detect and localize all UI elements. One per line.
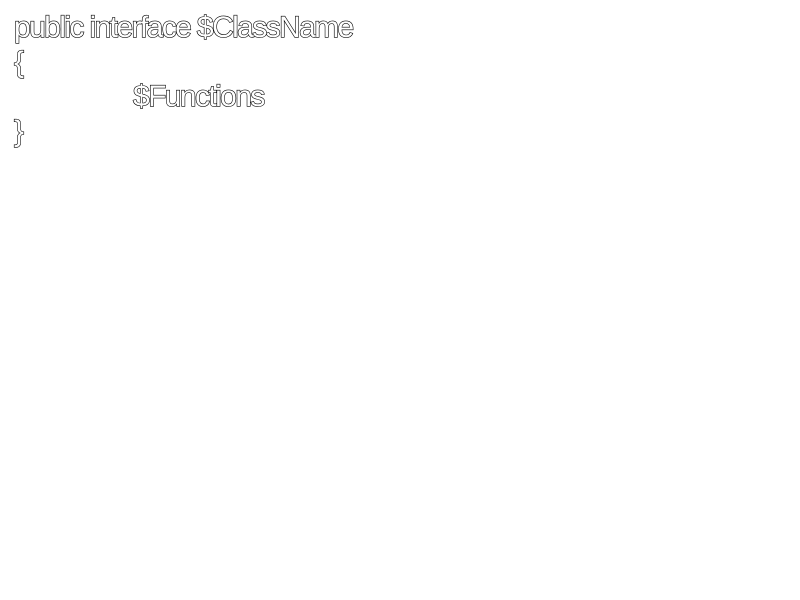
functions-placeholder-line: $Functions: [132, 79, 266, 113]
interface-declaration-line: public interface $ClassName: [13, 10, 354, 44]
opening-brace-line: {: [13, 45, 24, 79]
closing-brace-line: }: [13, 114, 24, 148]
